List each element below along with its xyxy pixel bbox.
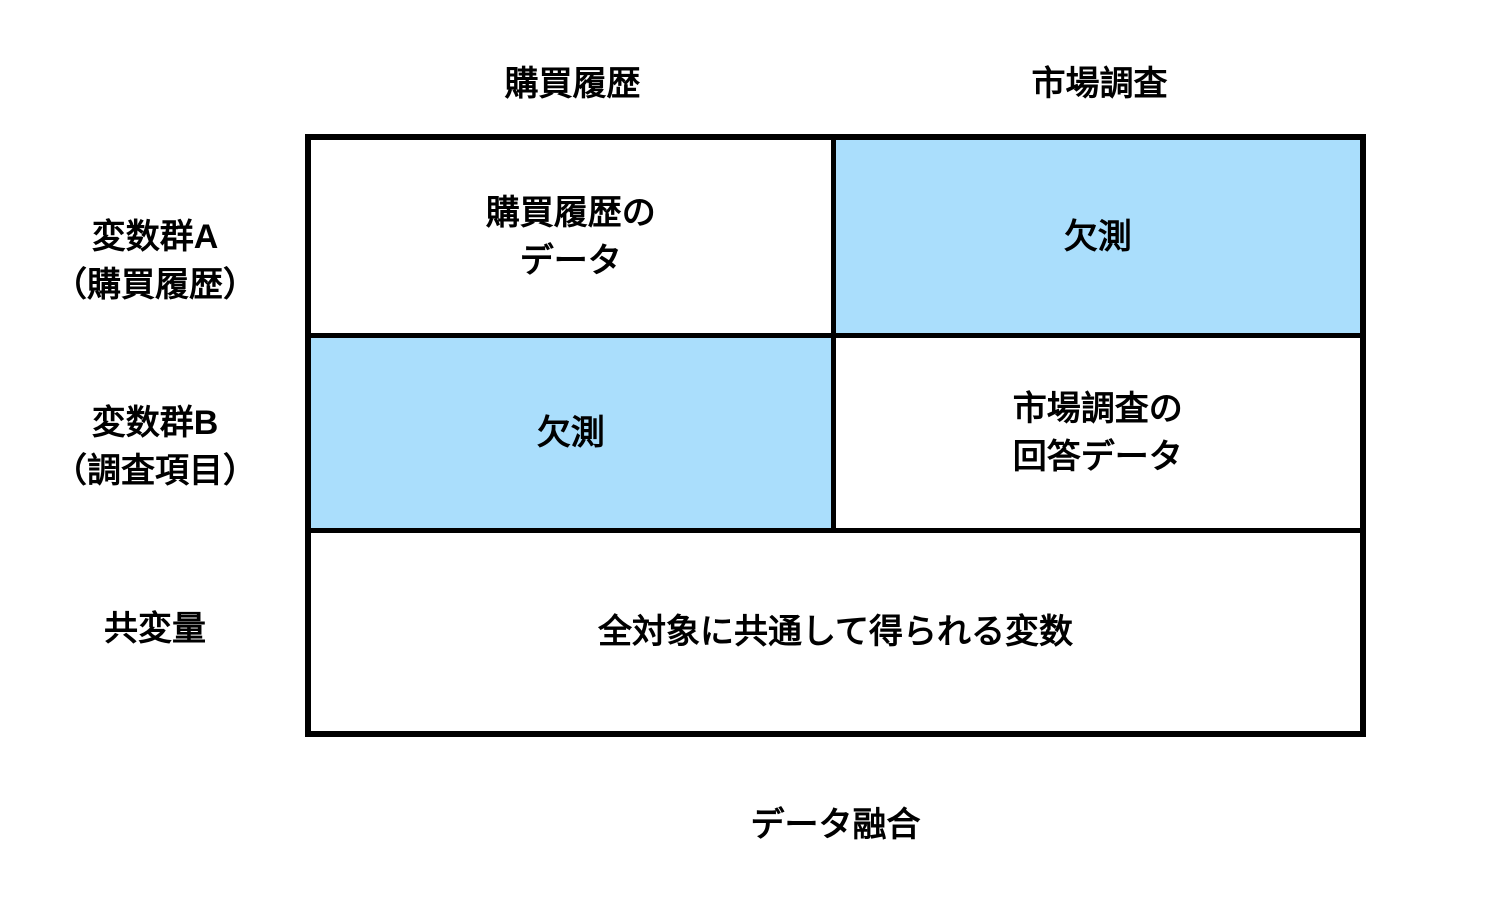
cell-market-survey-data-line1: 市場調査の: [1012, 390, 1183, 428]
row-label-c-line1: 共変量: [104, 610, 206, 648]
cell-market-survey-data-line2: 回答データ: [1012, 438, 1183, 476]
column-header-market-survey: 市場調査: [1031, 65, 1168, 103]
cell-covariates-label: 全対象に共通して得られる変数: [598, 613, 1073, 651]
row-label-a-line2: （購買履歴）: [53, 266, 257, 304]
cell-purchase-history-data-line1: 購買履歴の: [485, 193, 656, 232]
cell-purchase-history-data-line2: データ: [519, 241, 622, 280]
cell-purchase-history-data: 購買履歴の データ: [311, 140, 836, 338]
caption-data-fusion: データ融合: [750, 806, 921, 844]
row-label-variable-group-b: 変数群B （調査項目）: [0, 399, 310, 495]
cell-market-survey-data: 市場調査の 回答データ: [835, 338, 1360, 533]
column-header-purchase-history: 購買履歴: [504, 65, 641, 103]
cell-missing-bottom-left-label: 欠測: [536, 414, 605, 452]
row-label-b-line2: （調査項目）: [53, 452, 257, 490]
row-label-covariates: 共変量: [0, 605, 310, 653]
row-label-b-line1: 変数群B: [91, 404, 219, 442]
data-fusion-matrix: 購買履歴の データ 欠測 欠測 市場調査の 回答データ 全対象に共通して得られる…: [305, 134, 1366, 737]
row-label-a-line1: 変数群A: [91, 218, 219, 256]
cell-missing-top-right-label: 欠測: [1063, 217, 1132, 256]
cell-covariates: 全対象に共通して得られる変数: [311, 533, 1360, 731]
cell-missing-top-right: 欠測: [835, 140, 1360, 338]
row-label-variable-group-a: 変数群A （購買履歴）: [0, 213, 310, 309]
cell-missing-bottom-left: 欠測: [311, 338, 836, 533]
